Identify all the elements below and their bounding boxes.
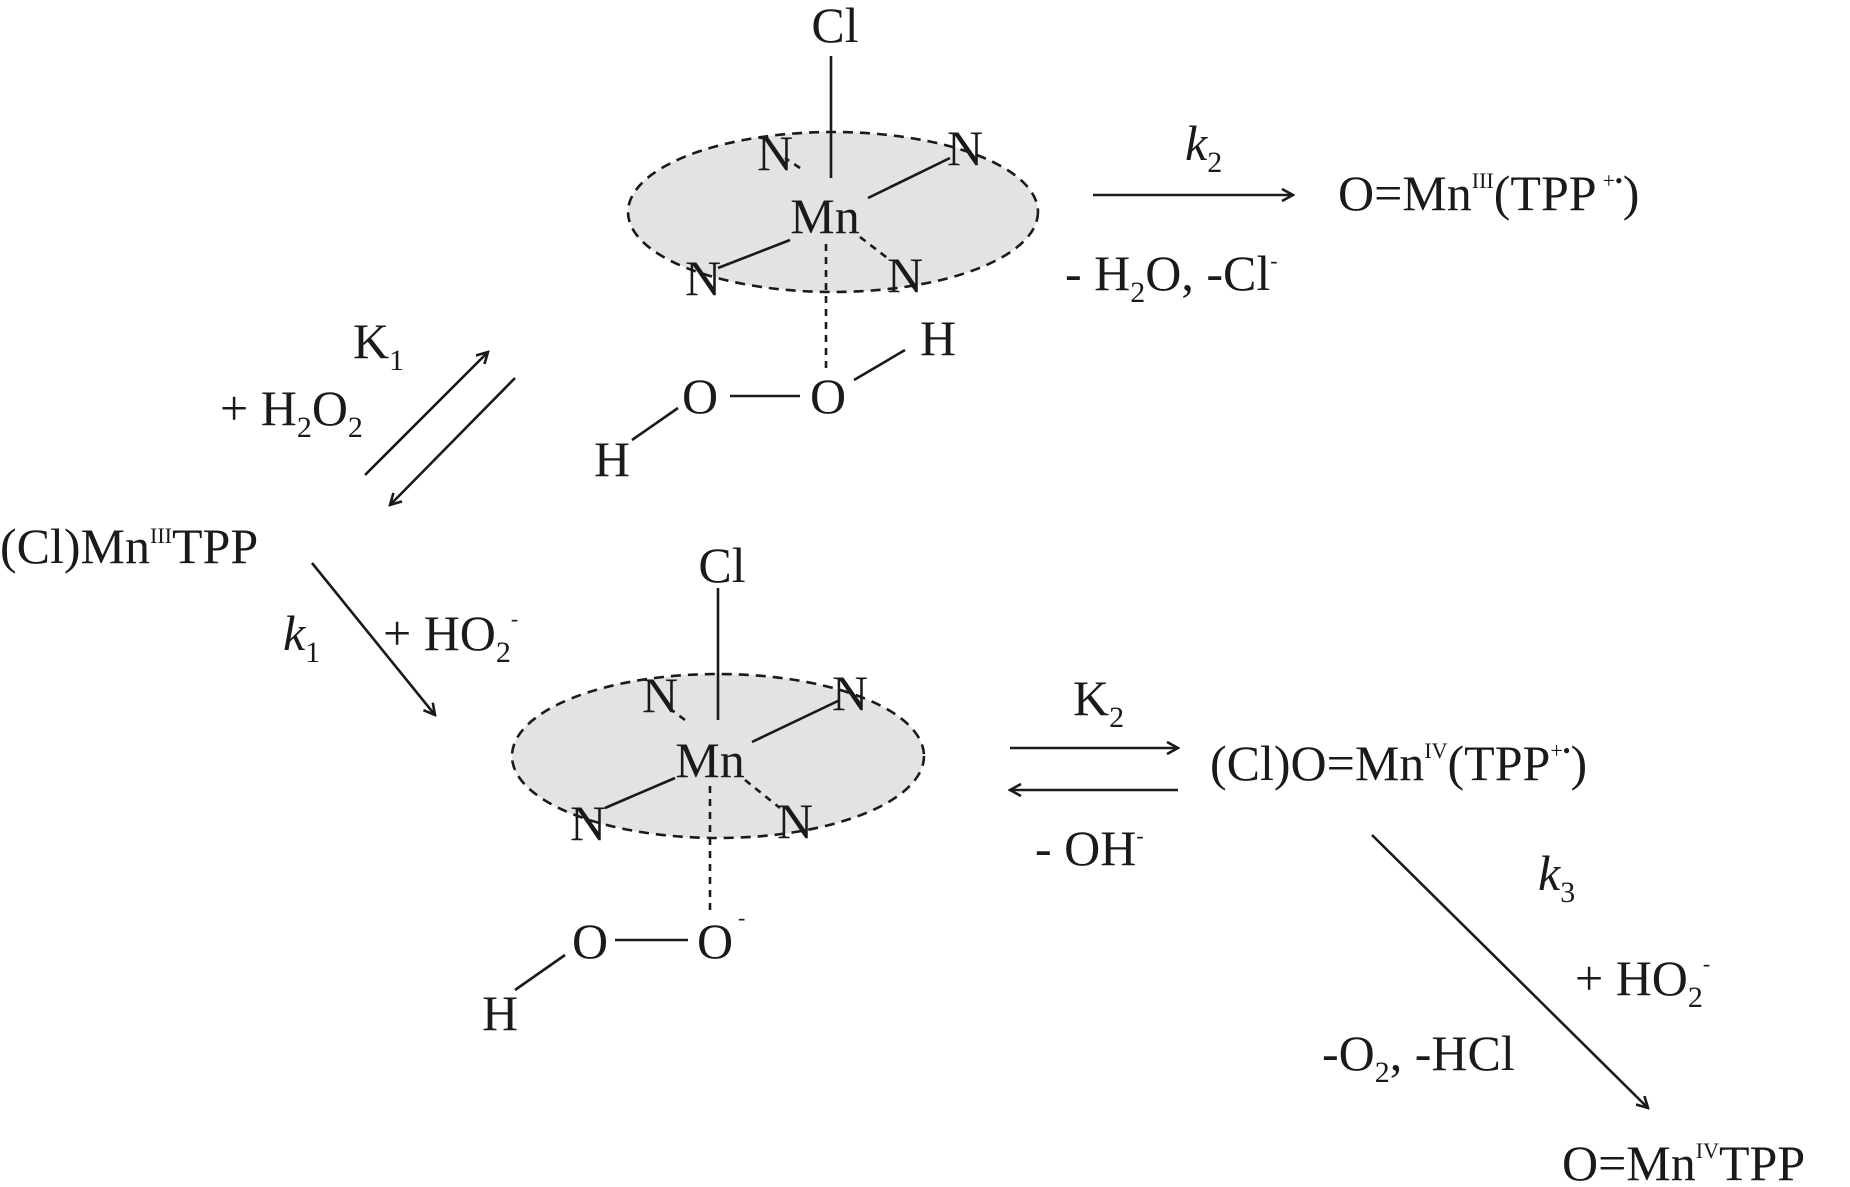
complex-top: Cl Mn N N N N O O H H xyxy=(594,0,1040,487)
label-oh-loss: - OH- xyxy=(1035,820,1144,876)
species-product-k3: O=MnIVTPP xyxy=(1562,1135,1805,1187)
mn-n-bond xyxy=(784,156,801,170)
mn-n-bond xyxy=(664,703,686,722)
label-loss-k2: - H2O, -Cl- xyxy=(1065,245,1278,309)
atom-o: O xyxy=(810,368,846,424)
arrow-k1 xyxy=(310,562,435,715)
atom-n: N xyxy=(642,667,678,723)
o-h-bond xyxy=(631,406,679,442)
label-loss-k3: -O2, -HCl xyxy=(1322,1025,1515,1089)
mn-n-bond xyxy=(867,156,951,200)
label-ho2-add-2: + HO2- xyxy=(1575,950,1710,1014)
label-k2: k2 xyxy=(1185,115,1222,179)
atom-n: N xyxy=(832,665,868,721)
o-h-bond xyxy=(853,348,906,382)
mn-n-bond xyxy=(751,698,841,744)
atom-h: H xyxy=(594,431,630,487)
label-k3: k3 xyxy=(1538,845,1575,909)
mn-n-bond xyxy=(604,776,676,810)
mn-n-bond xyxy=(859,235,891,262)
species-intermediate-K2: (Cl)O=MnIV(TPP+•) xyxy=(1210,735,1587,791)
label-h2o2: + H2O2 xyxy=(220,380,363,444)
porphyrin-disc-top xyxy=(626,130,1040,294)
atom-n: N xyxy=(685,250,721,306)
atom-o: O xyxy=(682,368,718,424)
atom-charge: - xyxy=(738,905,745,930)
atom-cl: Cl xyxy=(698,537,745,593)
arrow-k3 xyxy=(1371,834,1648,1108)
mn-n-bond xyxy=(717,238,791,270)
complex-bottom: Cl Mn N N N N O O - H xyxy=(482,537,926,1041)
atom-o: O xyxy=(697,913,733,969)
atom-n: N xyxy=(947,120,983,176)
atom-mn: Mn xyxy=(675,732,744,788)
atom-n: N xyxy=(887,247,923,303)
species-start: (Cl)MnIIITPP xyxy=(0,518,258,574)
label-K1: K1 xyxy=(353,313,404,377)
atom-h: H xyxy=(920,310,956,366)
arrow-k1-equilibrium-reverse xyxy=(390,377,516,505)
o-h-bond xyxy=(514,953,566,992)
arrow-k1-equilibrium-forward xyxy=(364,352,488,476)
atom-mn: Mn xyxy=(790,188,859,244)
atom-cl: Cl xyxy=(811,0,858,53)
atom-h: H xyxy=(482,985,518,1041)
porphyrin-disc-bottom xyxy=(510,672,926,840)
atom-o: O xyxy=(572,913,608,969)
label-k1: k1 xyxy=(283,605,320,669)
atom-n: N xyxy=(570,795,606,851)
species-product-k2: O=MnIII(TPP+•) xyxy=(1338,165,1639,221)
atom-n: N xyxy=(757,125,793,181)
label-K2: K2 xyxy=(1073,670,1124,734)
label-ho2-add-1: + HO2- xyxy=(383,605,518,669)
atom-n: N xyxy=(777,793,813,849)
